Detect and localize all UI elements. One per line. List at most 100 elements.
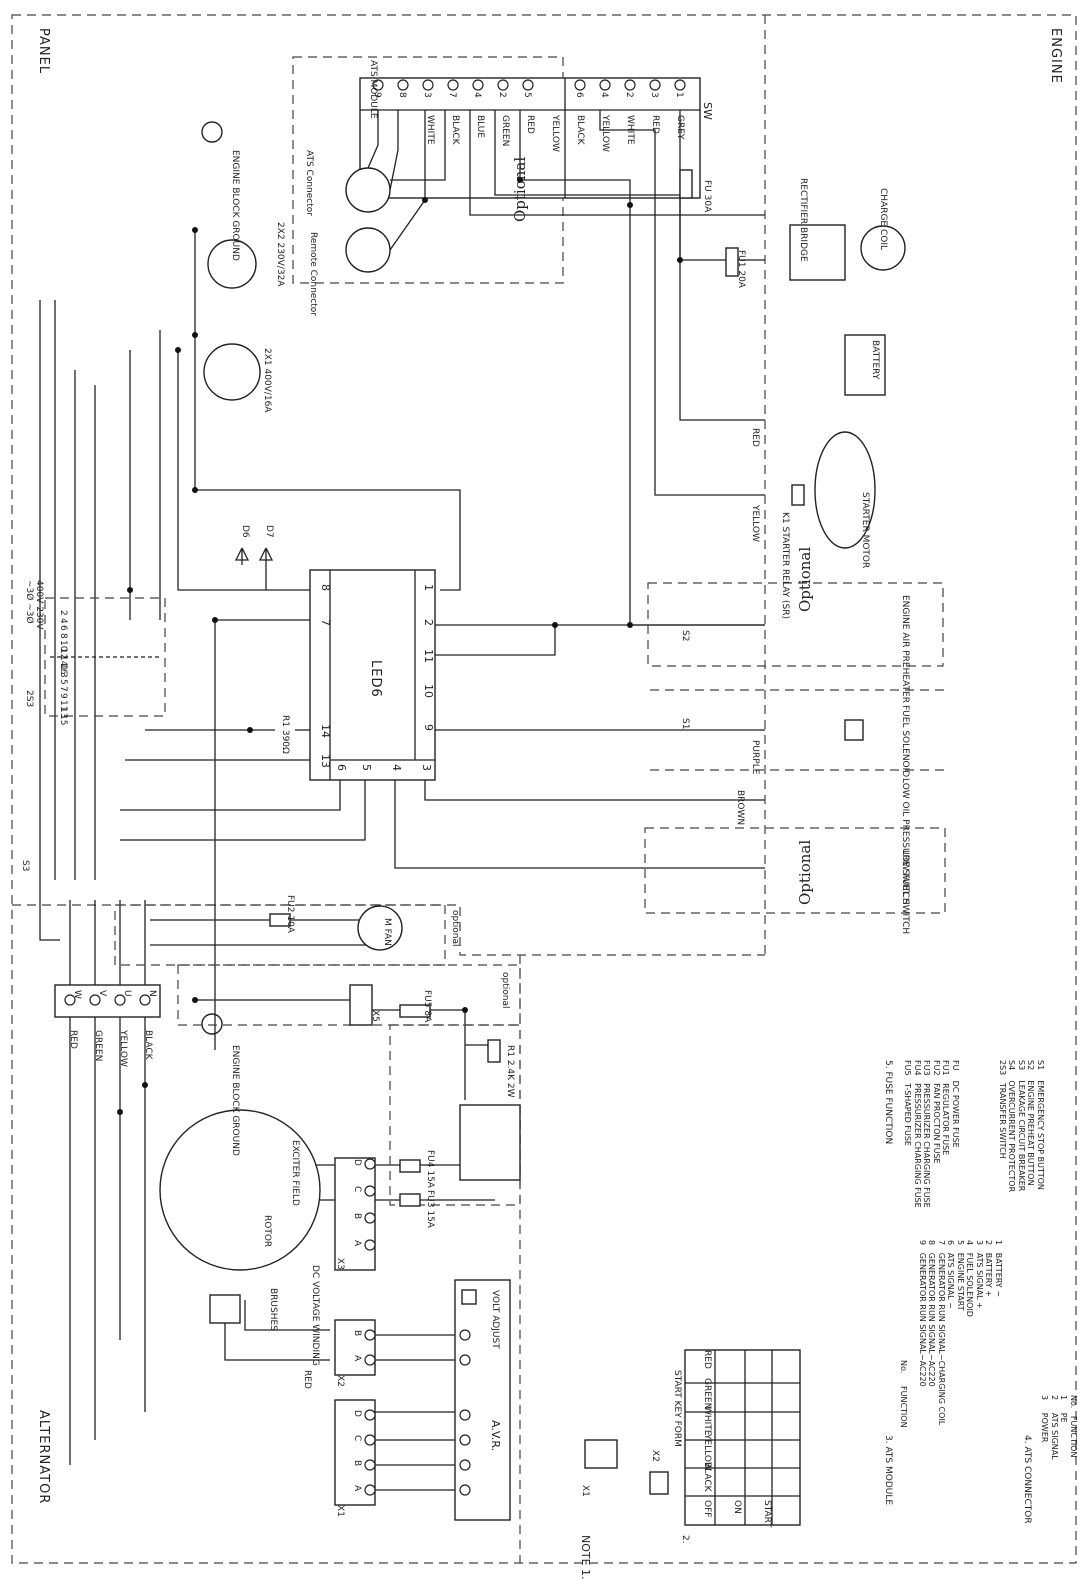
alternator-terminal-name: U (122, 990, 132, 997)
x2-terminal (364, 1354, 376, 1366)
changeover-pin-bottom: 1 (58, 665, 68, 671)
fu5-label: FU5 8A (422, 990, 432, 1023)
switch-rows: S1 EMERGENCY STOP BUTTON S2 ENGINE PREHE… (998, 1060, 1045, 1193)
note2-label: 2. (680, 1535, 690, 1544)
controller-pin-right: 9 (422, 724, 435, 731)
ats-wire-color: RED (650, 115, 660, 134)
note1-x1: X1 (580, 1485, 590, 1497)
alternator-terminal-name: W (72, 990, 82, 999)
engine-components (644, 169, 946, 914)
x1-terminal (364, 1484, 376, 1496)
sw-pin (674, 79, 686, 91)
ats-pin-number: 3 (422, 92, 432, 98)
ats-pin-number: 8 (397, 92, 407, 98)
ats-wire-color: WHITE (625, 115, 635, 145)
x3-terminal-letter: C (352, 1186, 362, 1193)
sw-pin-number: 1 (674, 92, 684, 98)
changeover-pin-top: 4 (58, 617, 68, 624)
notes-glyphs (584, 1349, 801, 1526)
x3-terminal-letter: D (352, 1159, 362, 1166)
rectifier-label: RECTIFIER BRIDGE (798, 178, 808, 262)
s2-label: S2 (680, 630, 690, 642)
changeover-pin-top: 8 (58, 632, 68, 639)
ats-module-title: ATS MODULE (368, 60, 378, 119)
engine-block-ground-bottom: ENGINE BLOCK GROUND (230, 1045, 240, 1156)
red-alt-label: RED (302, 1370, 312, 1389)
volt-adjust-label: VOLT ADJUST (490, 1290, 500, 1349)
ats-wire-color: YELLOW (550, 115, 560, 152)
avr-terminal (459, 1484, 471, 1496)
avr-label: A.V.R. (489, 1420, 502, 1452)
controller-box (234, 547, 436, 781)
alternator-wire-color: BLACK (143, 1030, 153, 1060)
x2-terminal-letter: A (352, 1355, 362, 1362)
sw-pin (649, 79, 661, 91)
alternator-wire-color: GREEN (93, 1030, 103, 1062)
key-column: RED (702, 1350, 712, 1369)
controller-pin-bottom: 3 (420, 764, 433, 771)
purple-wire-label: PURPLE (750, 740, 760, 775)
optional-label-ats: Optional (511, 156, 529, 222)
x3-terminal (364, 1158, 376, 1170)
socket-2x2-label: 2X2 230V/32A (275, 222, 285, 287)
x3-terminal (364, 1212, 376, 1224)
key-position: START (762, 1500, 772, 1528)
key-column: YELLOW (702, 1434, 712, 1471)
ats-pin (447, 79, 459, 91)
note1-label: NOTE 1. (579, 1535, 592, 1580)
alternator-components (54, 904, 521, 1521)
ats-pin (372, 79, 384, 91)
avr-terminal (459, 1409, 471, 1421)
alternator-wire-color: YELLOW (118, 1030, 128, 1067)
brushes-label: BRUSHES (268, 1288, 278, 1331)
alternator-label: ALTERNATOR (36, 1410, 51, 1505)
ats-module-box (292, 56, 701, 284)
x2-terminal-letter: B (352, 1330, 362, 1337)
ats-wire-color: GREY (675, 115, 685, 140)
note1-x2: X2 (650, 1450, 660, 1462)
key-position: OFF (702, 1500, 712, 1518)
preheater-label: ENGINE AIR PREHEATER (900, 595, 910, 703)
controller-pin-bottom: 6 (335, 764, 348, 771)
sw-pin (574, 79, 586, 91)
controller-pin-left: 14 (319, 724, 332, 738)
changeover-pin-top: 2 (58, 610, 68, 616)
ats-pin-number: 4 (472, 92, 482, 98)
panel-label: PANEL (36, 28, 51, 75)
note5-label: 5. FUSE FUNCTION (883, 1060, 893, 1145)
engine-block-ground-top: ENGINE BLOCK GROUND (230, 150, 240, 261)
changeover-switch (44, 597, 166, 717)
x2-terminal (364, 1329, 376, 1341)
low-fuel-label: LOW FUEL SWITCH (900, 850, 910, 935)
ats-pin-number: 9 (372, 92, 382, 98)
avr-terminal (459, 1329, 471, 1341)
ats-pin-number: 7 (447, 92, 457, 98)
changeover-phase: ~3Ø ~3Ø (24, 580, 34, 624)
ats-pin-number: 5 (522, 92, 532, 98)
s3-label: S3 (20, 860, 30, 872)
note3-label: 3. ATS MODULE (883, 1435, 893, 1506)
avr-terminal (459, 1434, 471, 1446)
dc-winding-label: DC VOLTAGE WINDING (310, 1265, 320, 1366)
alternator-terminal-name: V (97, 990, 107, 997)
controller-pin-left: 7 (319, 619, 332, 626)
ats-pin (522, 79, 534, 91)
note4-label: 4. ATS CONNECTOR (1022, 1435, 1032, 1524)
sw-pin-number: 2 (624, 92, 634, 98)
controller-pin-right: 11 (422, 649, 435, 663)
engine-label: ENGINE (1048, 28, 1063, 84)
ats-wire-color: BLUE (475, 115, 485, 139)
key-column: GREEN (702, 1378, 712, 1410)
changeover-pin-bottom: 5 (58, 679, 68, 685)
x1-terminal-letter: C (352, 1435, 362, 1442)
controller-pin-right: 1 (422, 584, 435, 591)
changeover-pin-bottom: 3 (58, 672, 68, 678)
changeover-pin-bottom: 7 (58, 686, 68, 692)
ats-pin (497, 79, 509, 91)
controller-name: LED6 (368, 660, 383, 698)
brown-wire-label: BROWN (735, 790, 745, 826)
ats-wire-color: BLACK (575, 115, 585, 145)
controller-pin-right: 2 (422, 619, 435, 626)
fuse-fu-label: FU 30A (702, 180, 712, 213)
